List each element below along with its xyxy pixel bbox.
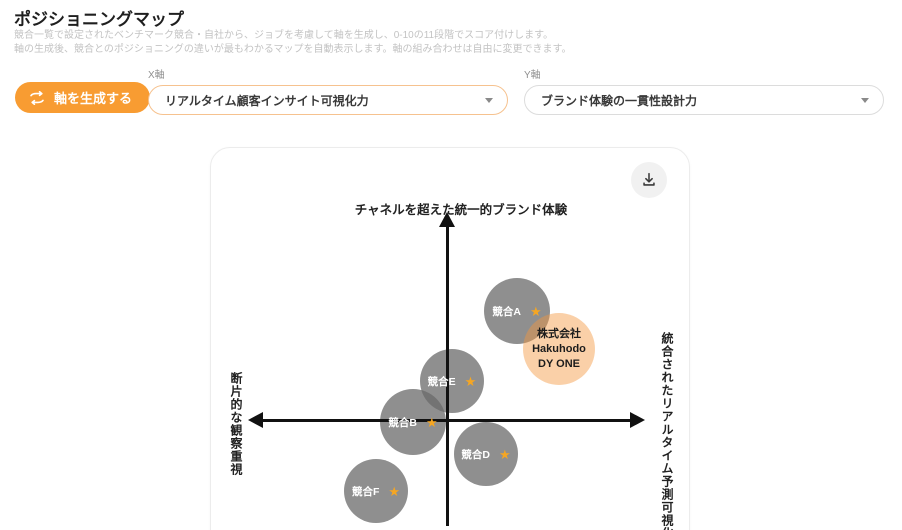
generate-axes-button-label: 軸を生成する: [54, 91, 133, 106]
y-axis-select-label: Y軸: [524, 70, 541, 81]
bubble-competitor-a: [484, 278, 550, 344]
bubble-competitor-f: [344, 459, 408, 523]
generate-axes-button[interactable]: 軸を生成する: [15, 82, 151, 113]
x-axis-selected-value: リアルタイム顧客インサイト可視化力: [165, 93, 369, 108]
page-description-line2: 軸の生成後、競合とのポジショニングの違いが最もわかるマップを自動表示します。軸の…: [14, 44, 572, 55]
page-description: 競合一覧で設定されたベンチマーク競合・自社から、ジョブを考慮して軸を生成し、0-…: [14, 29, 572, 57]
y-axis-selected-value: ブランド体験の一貫性設計力: [541, 93, 698, 108]
y-axis-control-group: Y軸 ブランド体験の一貫性設計力: [524, 66, 884, 115]
page-description-line1: 競合一覧で設定されたベンチマーク競合・自社から、ジョブを考慮して軸を生成し、0-…: [14, 30, 554, 41]
bubble-competitor-d: [454, 422, 518, 486]
y-axis-select[interactable]: ブランド体験の一貫性設計力: [524, 85, 884, 115]
download-chart-button[interactable]: [631, 162, 667, 198]
chevron-down-icon: [485, 97, 493, 103]
swap-arrows-icon: [29, 90, 45, 105]
chevron-down-icon: [861, 97, 869, 103]
download-icon: [640, 171, 658, 189]
x-axis-select-label: X軸: [148, 70, 165, 81]
x-axis-select[interactable]: リアルタイム顧客インサイト可視化力: [148, 85, 508, 115]
page-title: ポジショニングマップ: [14, 10, 184, 29]
bubble-competitor-b: [380, 389, 446, 455]
positioning-map-chart: チャネルを超えた統一的ブランド体験 断片的な観察重視 統合されたリアルタイム予測…: [211, 148, 689, 530]
x-axis-control-group: X軸 リアルタイム顧客インサイト可視化力: [148, 66, 508, 115]
bubble-company: [523, 313, 595, 385]
positioning-map-card: チャネルを超えた統一的ブランド体験 断片的な観察重視 統合されたリアルタイム予測…: [210, 147, 690, 530]
bubble-layer: [211, 148, 689, 530]
